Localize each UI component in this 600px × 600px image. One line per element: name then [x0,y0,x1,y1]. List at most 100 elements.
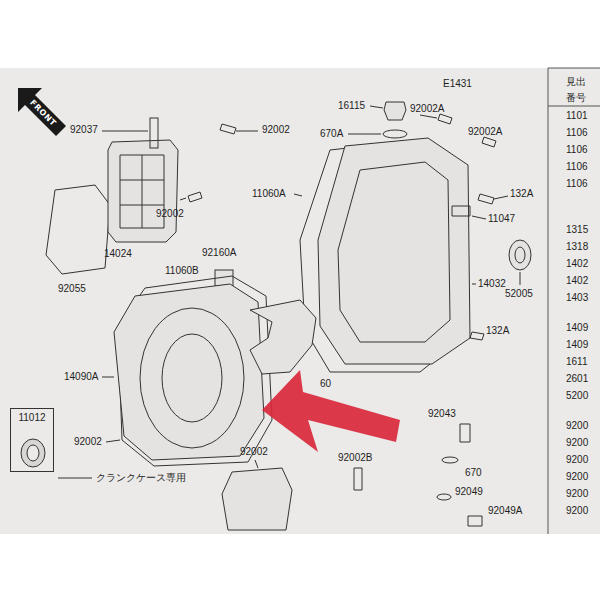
callout-number: 92002B [338,452,372,464]
callout-number: 9200 [566,420,588,432]
callout-number: 11060A [252,188,286,200]
callout-number: 1403 [566,292,588,304]
leader-line [255,460,258,468]
callout-number: 14024 [104,248,132,260]
callout-number: 2601 [566,373,588,385]
leader-line [102,131,148,132]
callout-number: 14090A [64,371,98,383]
callout-number: 132A [486,325,509,337]
callout-number: 1409 [566,339,588,351]
cover [222,468,292,530]
bolt [180,192,202,202]
callout-number: 92002A [410,103,444,115]
part-box: 11012 [10,408,54,472]
callout-number: 9200 [566,488,588,500]
callout-number: 番号 [566,92,586,104]
bracket [250,300,316,374]
bracket [150,118,158,148]
callout-number: 92049 [455,486,483,498]
bolt [220,124,258,134]
callout-number: 92002 [262,124,290,136]
parts [46,102,531,530]
callout-number: 見出 [566,76,586,88]
leader-line [58,478,92,479]
housing [114,284,264,460]
o-ring [442,457,458,463]
callout-number: 1106 [566,127,588,139]
callout-number: 11060B [165,265,199,277]
column-rule [548,68,549,534]
bolt [478,194,508,204]
plug [468,516,482,526]
cover [108,140,178,242]
bracket [452,206,470,216]
leader-line [106,440,120,442]
callout-number: 92037 [70,124,98,136]
cover [318,138,470,364]
callout-number: 670 [465,467,482,479]
callout-number: 11047 [488,213,515,225]
callout-number: 1101 [566,110,588,122]
seal [21,439,45,467]
leader-line [102,377,114,378]
callout-number: クランクケース専用 [96,472,186,484]
callout-number: 92160A [202,247,236,259]
callout-number: 132A [510,188,533,200]
callout-number: 92002 [240,446,268,458]
callout-number: 60 [320,378,331,390]
seal-bore [515,247,525,263]
callout-number: 1106 [566,178,588,190]
bolt [420,114,452,124]
callout-number: 16115 [338,100,365,112]
direction-label: FRONT [28,98,58,128]
leader-line [348,134,381,135]
callout-number: 1106 [566,161,588,173]
seal-bore [27,445,39,461]
bolt [482,137,496,147]
callout-number: E1431 [443,78,472,90]
o-ring [383,130,407,138]
callout-number: 92043 [428,408,456,420]
oil-cap [384,102,406,120]
callout-number: 9200 [566,471,588,483]
callout-number: 92002 [156,208,184,220]
leader-line [472,284,476,285]
housing-bore [162,334,222,422]
callout-number: 1106 [566,144,588,156]
header-rule [548,68,600,69]
header-rule [548,106,600,107]
arrow-shape [18,88,66,136]
leader-line [370,106,383,108]
callout-number: 1402 [566,258,588,270]
washer [437,494,451,500]
callout-number: 5200 [566,390,588,402]
callout-number: 52005 [505,288,533,300]
callout-number: 1611 [566,356,588,368]
housing-bore [140,308,244,448]
leader-line [294,194,302,196]
callout-number: 14032 [478,278,506,290]
paper [0,68,600,534]
seal [509,240,531,270]
callout-number: 1402 [566,275,588,287]
callout-number: 9200 [566,437,588,449]
front-arrow: FRONT [18,88,68,138]
callout-number: 670A [320,128,343,140]
bolt [354,468,362,490]
callout-number: 92002A [468,126,502,138]
callout-number: 1315 [566,224,588,236]
pointer-arrow [262,370,400,452]
callout-number: 1409 [566,322,588,334]
callout-number: 92055 [58,283,86,295]
leader-line [472,216,486,219]
leader-line [520,272,521,285]
callout-number: 1318 [566,241,588,253]
gasket [46,185,110,274]
callout-number: 9200 [566,505,588,517]
bolt [460,424,470,442]
callout-number: 11012 [11,409,53,424]
bolt [470,332,484,340]
callout-number: 92002 [74,436,102,448]
cover-inner [338,162,450,342]
callout-number: 9200 [566,454,588,466]
